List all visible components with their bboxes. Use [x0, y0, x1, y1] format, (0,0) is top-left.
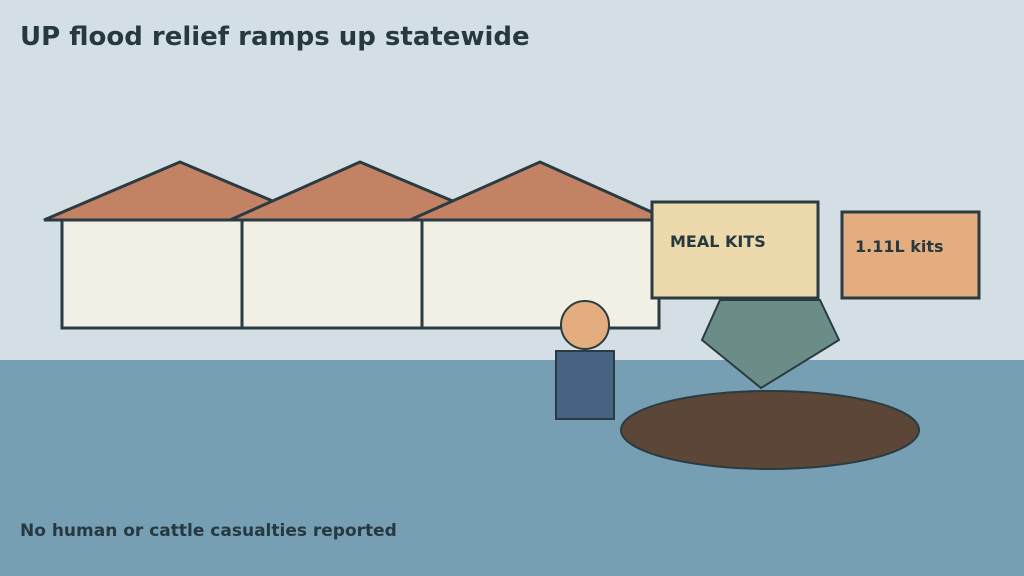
- roof-1: [43, 160, 277, 222]
- roof-2: [229, 160, 457, 222]
- meal-kits-sign: MEAL KITS: [650, 200, 820, 300]
- supply-crate: [700, 299, 841, 390]
- house-wall-2: [240, 218, 424, 330]
- worker-head: [560, 300, 610, 350]
- kit-count-sign: 1.11L kits: [840, 210, 981, 300]
- house-row: [43, 160, 661, 330]
- roof-3: [409, 160, 658, 222]
- kit-count-label: 1.11L kits: [855, 237, 944, 256]
- relief-worker: [555, 300, 615, 420]
- house-wall-1: [60, 218, 244, 330]
- headline: UP flood relief ramps up statewide: [20, 22, 530, 52]
- meal-kits-board: [650, 200, 820, 300]
- worker-body: [555, 350, 615, 420]
- flood-water: [0, 360, 1024, 576]
- caption: No human or cattle casualties reported: [20, 521, 397, 541]
- house-wall-3: [420, 218, 661, 330]
- mud-patch: [620, 390, 920, 470]
- kit-count-board: [840, 210, 981, 300]
- meal-kits-label: MEAL KITS: [670, 232, 766, 251]
